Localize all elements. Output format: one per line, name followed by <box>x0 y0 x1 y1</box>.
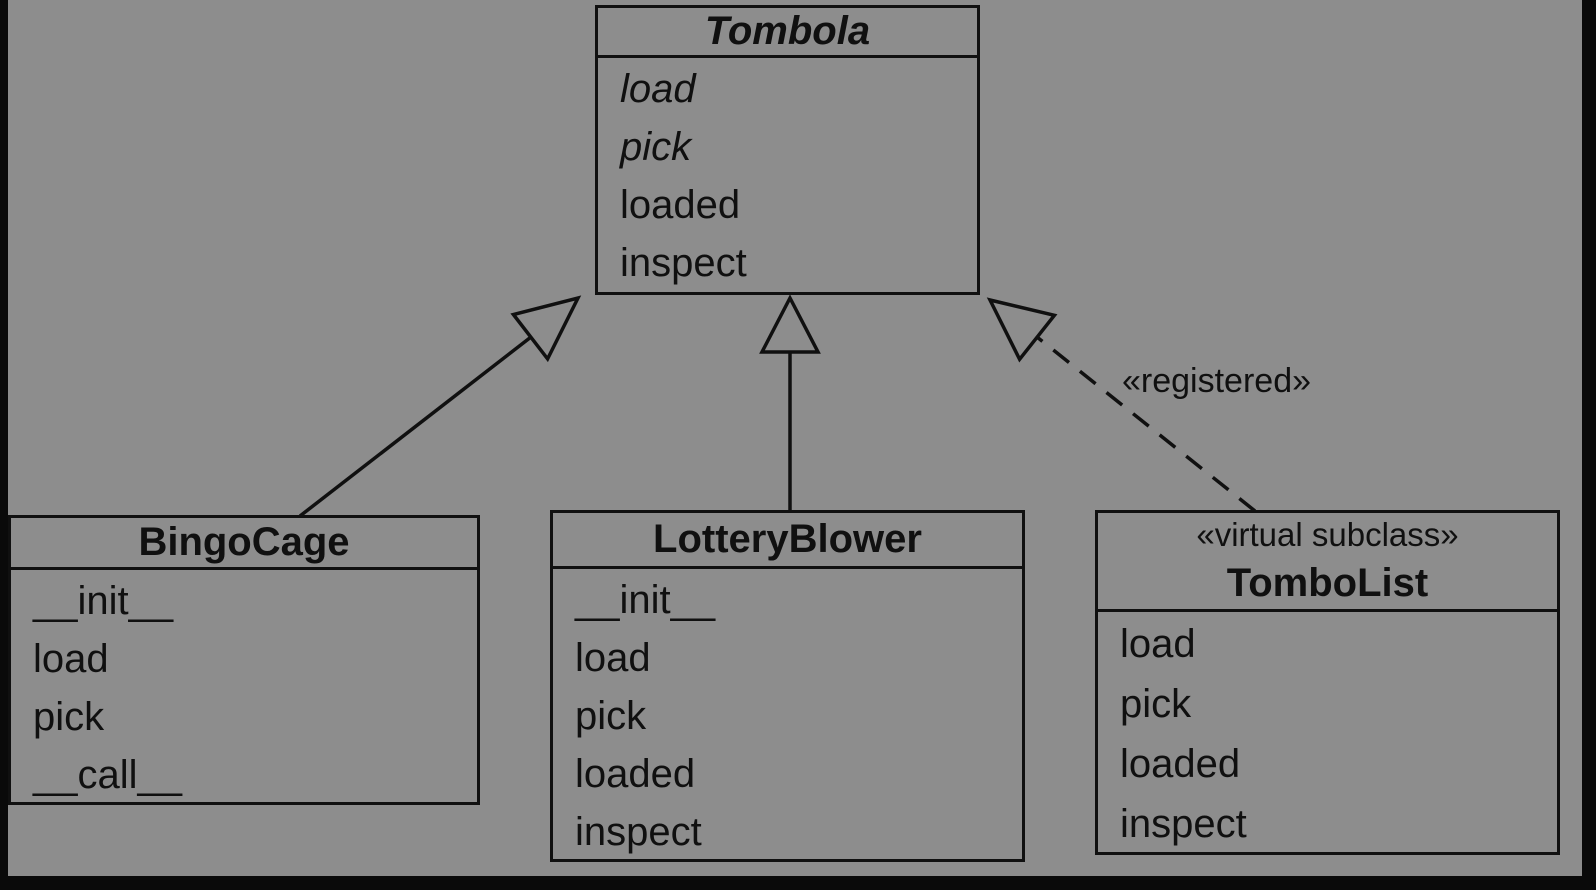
class-member: load <box>575 636 651 680</box>
class-box-tombola: Tombola load pick loaded inspect <box>595 5 980 295</box>
class-member: pick <box>33 695 105 739</box>
class-box-bingocage: BingoCage __init__ load pick __call__ <box>8 515 480 805</box>
class-name-tombolist: TomboList <box>1226 561 1429 605</box>
class-member: pick <box>620 125 692 169</box>
class-box-tombolist: «virtual subclass» TomboList load pick l… <box>1095 510 1560 855</box>
class-title-tombolist: «virtual subclass» TomboList <box>1098 513 1557 612</box>
edge-bingocage-tombola <box>298 335 533 518</box>
inheritance-arrowhead-right <box>986 297 1058 363</box>
class-member: inspect <box>620 241 747 285</box>
frame-right-edge <box>1582 0 1596 890</box>
class-member: __init__ <box>575 578 716 622</box>
frame-bottom-edge <box>0 876 1596 890</box>
class-member: __call__ <box>33 753 183 797</box>
class-box-lotteryblower: LotteryBlower __init__ load pick loaded … <box>550 510 1025 862</box>
class-name-lotteryblower: LotteryBlower <box>553 513 1022 569</box>
class-member: __init__ <box>33 579 174 623</box>
frame-left-edge <box>0 0 8 890</box>
class-name-tombola: Tombola <box>598 8 977 58</box>
registered-edge-label: «registered» <box>1122 362 1312 400</box>
class-members-bingocage: __init__ load pick __call__ <box>11 570 477 804</box>
class-member: pick <box>575 694 647 738</box>
class-member: load <box>620 67 696 111</box>
class-member: load <box>1120 622 1196 666</box>
class-member: pick <box>1120 682 1192 726</box>
class-stereotype-tombolist: «virtual subclass» <box>1196 516 1459 553</box>
inheritance-arrowhead-center <box>759 294 821 354</box>
class-member: loaded <box>575 752 696 796</box>
class-member: inspect <box>575 810 702 854</box>
class-member: loaded <box>620 183 741 227</box>
class-members-lotteryblower: __init__ load pick loaded inspect <box>553 569 1022 861</box>
class-member: inspect <box>1120 802 1247 846</box>
inheritance-arrowhead-left <box>510 295 582 363</box>
class-members-tombolist: load pick loaded inspect <box>1098 612 1557 854</box>
class-member: load <box>33 637 109 681</box>
class-members-tombola: load pick loaded inspect <box>598 58 977 292</box>
edge-tombolist-tombola <box>1035 335 1257 513</box>
class-member: loaded <box>1120 742 1241 786</box>
class-name-bingocage: BingoCage <box>11 518 477 570</box>
